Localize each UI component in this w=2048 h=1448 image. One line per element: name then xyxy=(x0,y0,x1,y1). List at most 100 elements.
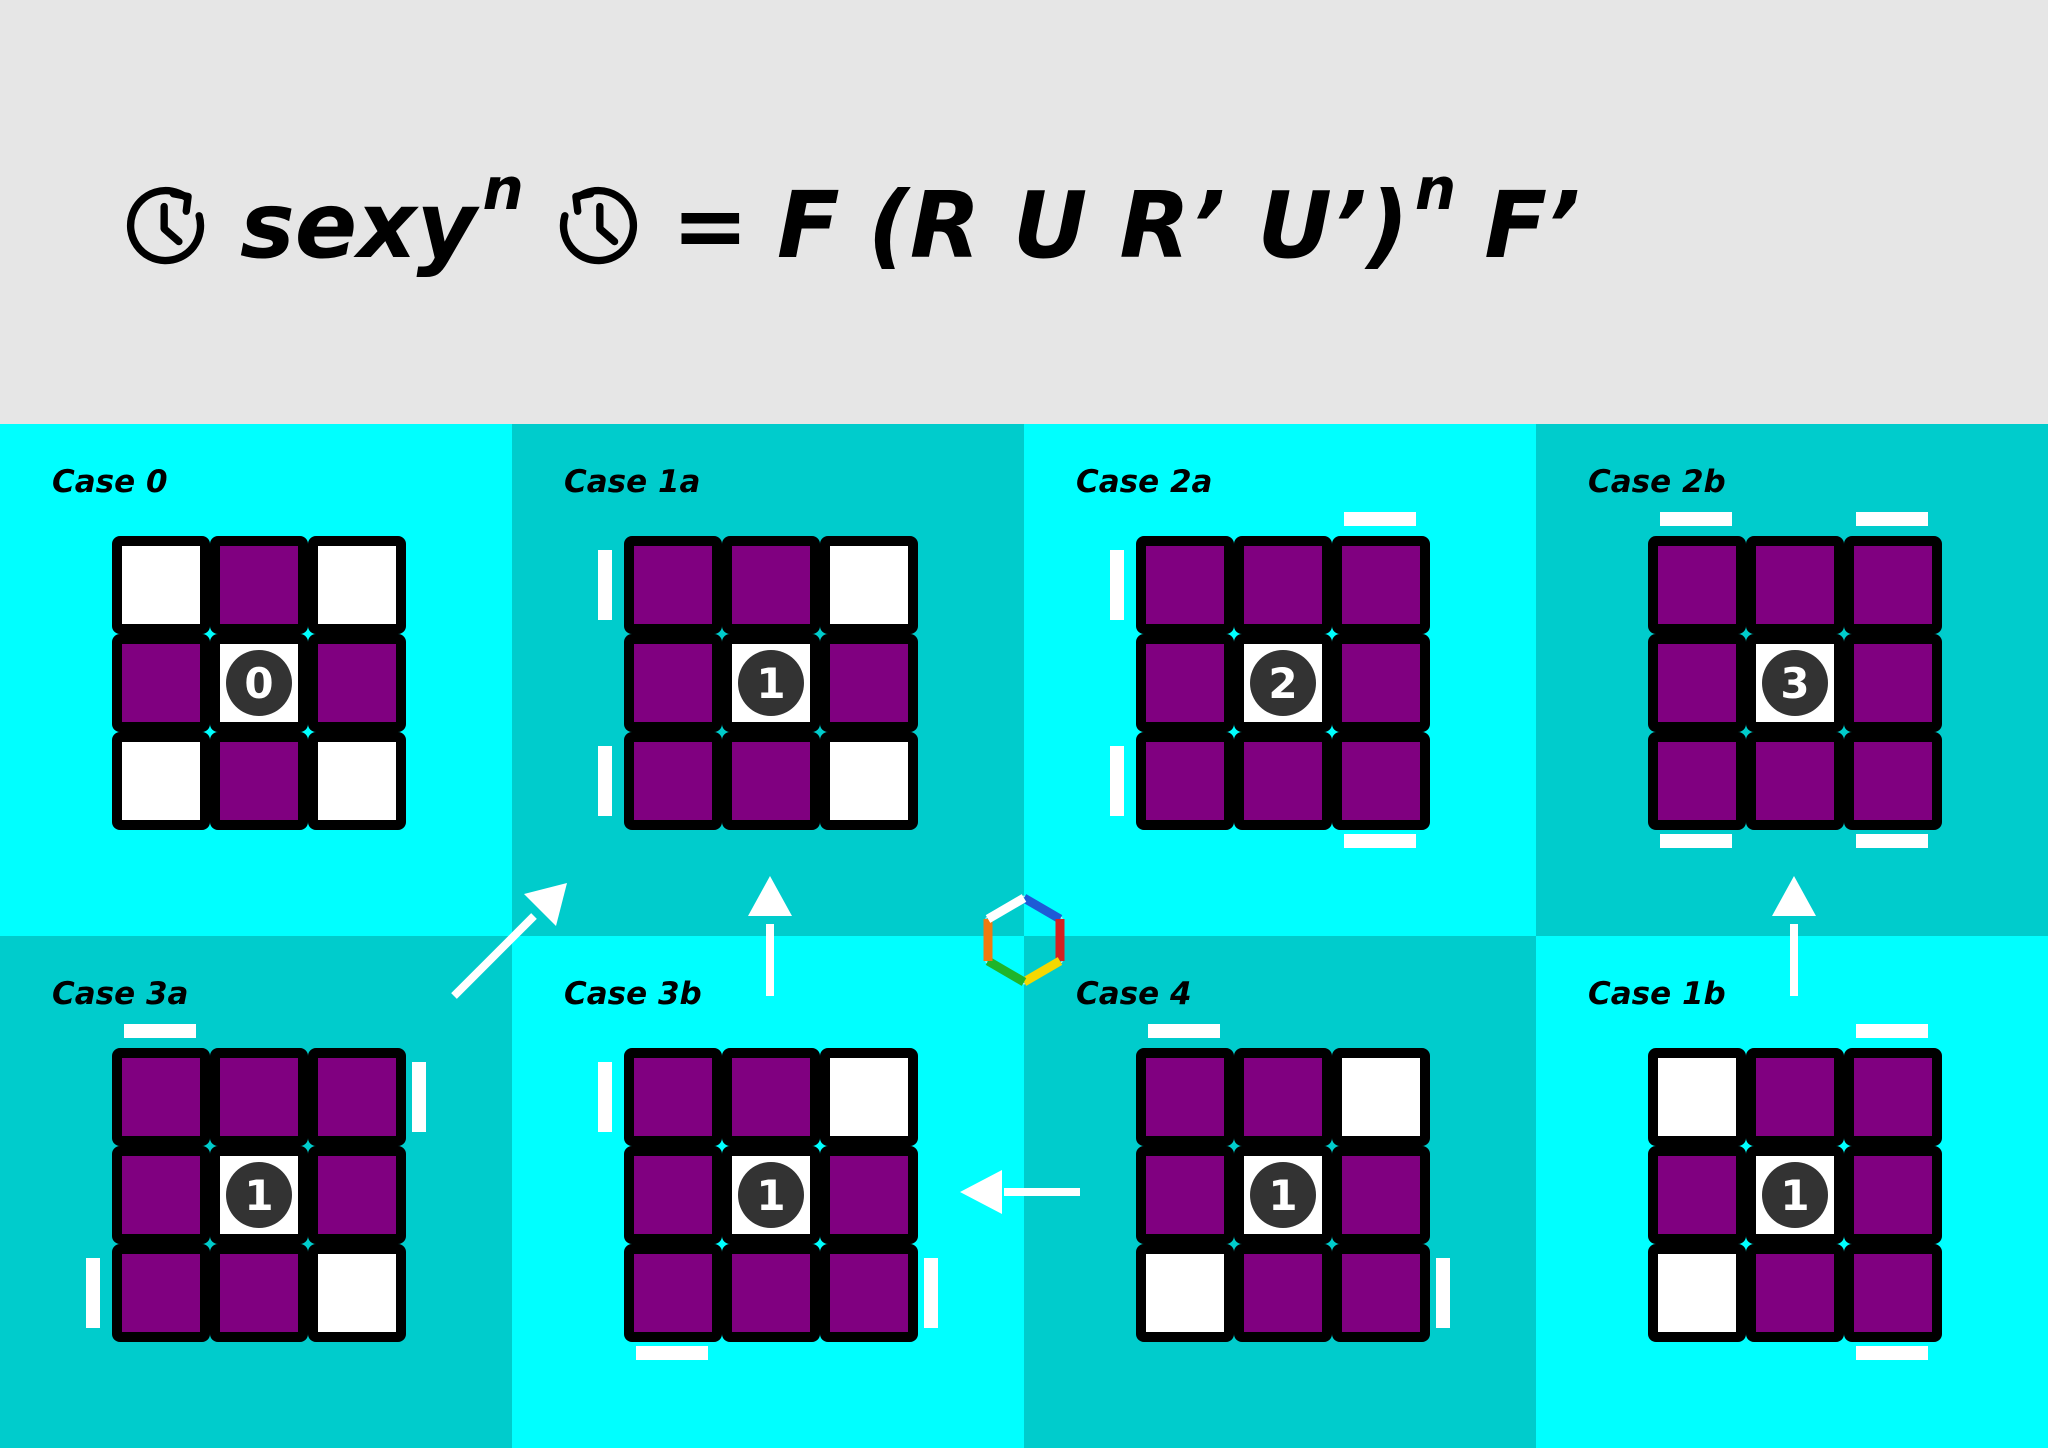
case-panel-4: Case 4 1 xyxy=(1024,936,1536,1448)
purple-sticker xyxy=(1146,1058,1224,1136)
purple-sticker xyxy=(1756,1254,1834,1332)
purple-sticker xyxy=(122,1254,200,1332)
case-title: Case 0 xyxy=(52,464,168,500)
case-panel-2a: Case 2a 2 xyxy=(1024,424,1536,936)
formula-open-paren: ( xyxy=(867,171,910,279)
white-sticker xyxy=(1146,1254,1224,1332)
purple-sticker xyxy=(1342,1156,1420,1234)
white-sticker xyxy=(830,742,908,820)
purple-sticker xyxy=(634,1254,712,1332)
case-badge-number: 3 xyxy=(1780,659,1809,708)
purple-sticker xyxy=(318,644,396,722)
purple-sticker xyxy=(318,1058,396,1136)
case-diagram: 1 xyxy=(598,1048,938,1360)
purple-sticker xyxy=(1854,1254,1932,1332)
purple-sticker xyxy=(1342,546,1420,624)
case-grid: Case 0 0 Case 1a 1 Case 2a 2 Case 2b 3 C… xyxy=(0,424,2048,1448)
cube-face: 1 xyxy=(1648,1048,1942,1342)
case-title: Case 1b xyxy=(1588,976,1726,1012)
case-badge xyxy=(1250,650,1316,716)
purple-sticker xyxy=(220,546,298,624)
case-badge-number: 1 xyxy=(756,659,785,708)
side-sticker-bar xyxy=(124,1024,196,1038)
case-title: Case 3a xyxy=(52,976,189,1012)
purple-sticker xyxy=(1658,1156,1736,1234)
side-sticker-bar xyxy=(1436,1258,1450,1328)
purple-sticker xyxy=(732,742,810,820)
cube-face: 1 xyxy=(624,1048,918,1342)
purple-sticker xyxy=(1854,1058,1932,1136)
purple-sticker xyxy=(1854,742,1932,820)
case-badge xyxy=(226,1162,292,1228)
purple-sticker xyxy=(1342,742,1420,820)
case-badge-number: 1 xyxy=(756,1171,785,1220)
purple-sticker xyxy=(1854,1156,1932,1234)
clockwise-clock-icon xyxy=(126,187,205,265)
purple-sticker xyxy=(220,742,298,820)
purple-sticker xyxy=(634,742,712,820)
side-sticker-bar xyxy=(1856,512,1928,526)
case-badge-number: 1 xyxy=(1268,1171,1297,1220)
side-sticker-bar xyxy=(1344,834,1416,848)
purple-sticker xyxy=(1756,1058,1834,1136)
side-sticker-bar xyxy=(1660,834,1732,848)
purple-sticker xyxy=(220,1058,298,1136)
cube-face: 1 xyxy=(624,536,918,830)
formula-end: F’ xyxy=(1484,171,1581,279)
side-sticker-bar xyxy=(1110,550,1124,620)
purple-sticker xyxy=(1658,644,1736,722)
case-title: Case 1a xyxy=(564,464,701,500)
formula-word: sexy xyxy=(240,171,477,279)
purple-sticker xyxy=(1244,546,1322,624)
purple-sticker xyxy=(732,1058,810,1136)
formula-equals: = xyxy=(671,171,749,279)
white-sticker xyxy=(1658,1254,1736,1332)
case-badge xyxy=(738,650,804,716)
white-sticker xyxy=(830,1058,908,1136)
case-badge-number: 1 xyxy=(244,1171,273,1220)
case-title: Case 4 xyxy=(1076,976,1192,1012)
side-sticker-bar xyxy=(1148,1024,1220,1038)
purple-sticker xyxy=(1146,1156,1224,1234)
cube-face: 2 xyxy=(1136,536,1430,830)
case-badge xyxy=(1762,650,1828,716)
white-sticker xyxy=(318,1254,396,1332)
case-title: Case 3b xyxy=(564,976,702,1012)
purple-sticker xyxy=(634,644,712,722)
white-sticker xyxy=(122,742,200,820)
case-badge-number: 1 xyxy=(1780,1171,1809,1220)
case-panel-1a: Case 1a 1 xyxy=(512,424,1024,936)
purple-sticker xyxy=(830,1254,908,1332)
white-sticker xyxy=(318,742,396,820)
case-diagram: 3 xyxy=(1648,512,1942,848)
case-diagram: 1 xyxy=(1136,1024,1450,1342)
purple-sticker xyxy=(1244,742,1322,820)
case-diagram: 1 xyxy=(598,536,918,830)
side-sticker-bar xyxy=(1856,1024,1928,1038)
purple-sticker xyxy=(122,644,200,722)
cube-logo-icon xyxy=(983,894,1065,986)
purple-sticker xyxy=(634,546,712,624)
purple-sticker xyxy=(1146,644,1224,722)
case-diagram: 2 xyxy=(1110,512,1430,848)
side-sticker-bar xyxy=(1856,1346,1928,1360)
purple-sticker xyxy=(122,1058,200,1136)
purple-sticker xyxy=(122,1156,200,1234)
white-sticker xyxy=(1658,1058,1736,1136)
purple-sticker xyxy=(1342,1254,1420,1332)
purple-sticker xyxy=(1756,742,1834,820)
side-sticker-bar xyxy=(1856,834,1928,848)
case-panel-1b: Case 1b 1 xyxy=(1536,936,2048,1448)
side-sticker-bar xyxy=(636,1346,708,1360)
case-badge xyxy=(738,1162,804,1228)
cube-face: 1 xyxy=(112,1048,406,1342)
counterclockwise-clock-icon xyxy=(559,187,637,265)
purple-sticker xyxy=(1244,1254,1322,1332)
side-sticker-bar xyxy=(86,1258,100,1328)
case-diagram: 1 xyxy=(86,1024,426,1342)
cube-face: 1 xyxy=(1136,1048,1430,1342)
formula-exponent-2: n xyxy=(1414,155,1457,223)
formula-moves: R U R’ U’ xyxy=(909,171,1367,279)
